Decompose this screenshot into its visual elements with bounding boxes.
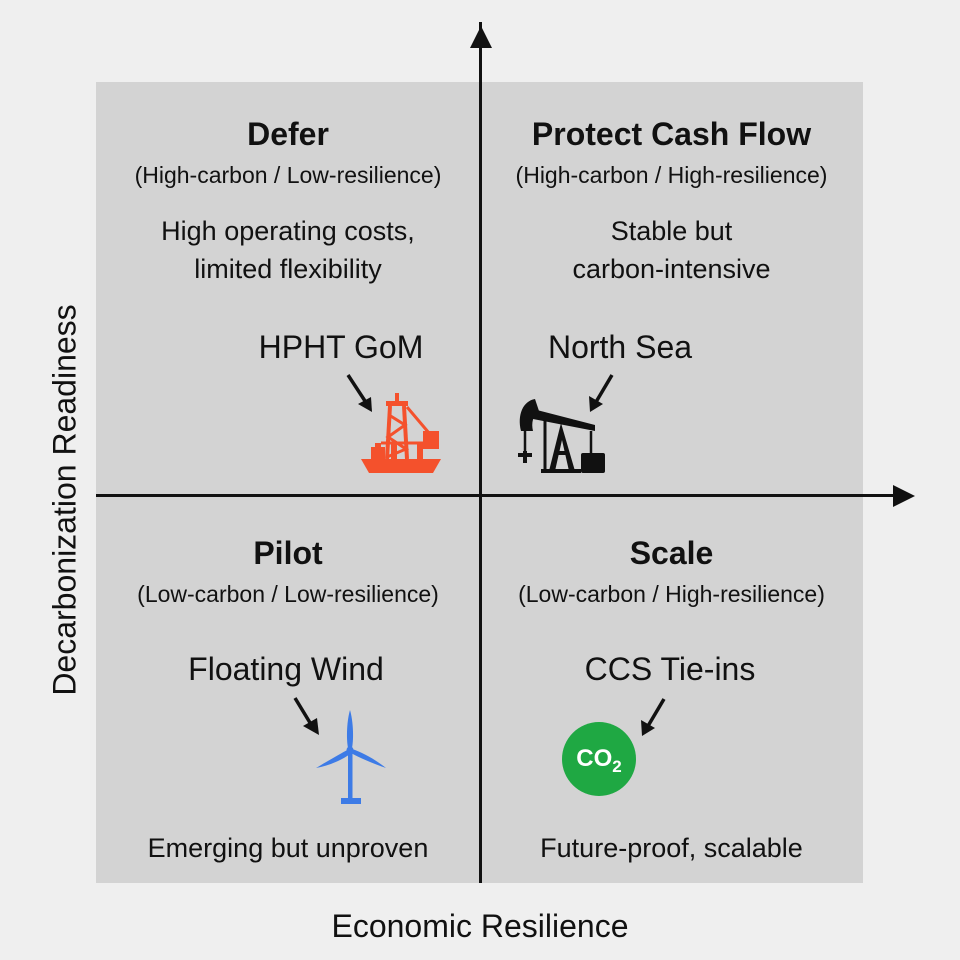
quadrant-title: Protect Cash Flow (531, 116, 812, 152)
co2-text: CO (576, 745, 613, 772)
description-line: Future-proof, scalable (540, 833, 803, 863)
item-label-ccs-tie-ins: CCS Tie-ins (584, 651, 756, 687)
y-axis-line (479, 22, 482, 883)
pointer-arrow-icon (293, 697, 319, 735)
quadrant-description: Stable but carbon-intensive (480, 212, 863, 288)
quadrant-subtitle: (High-carbon / Low-resilience) (134, 162, 442, 188)
quadrant-scale (480, 496, 863, 883)
quadrant-title: Scale (629, 535, 714, 571)
description-line: Stable but (610, 216, 733, 246)
y-axis-arrowhead (470, 26, 492, 48)
item-label-north-sea: North Sea (547, 329, 693, 365)
description-line: limited flexibility (194, 254, 382, 284)
quadrant-subtitle: (High-carbon / High-resilience) (515, 162, 828, 188)
wind-turbine-icon (316, 710, 386, 804)
quadrant-pilot (96, 496, 480, 883)
item-label-hpht-gom: HPHT GoM (258, 329, 424, 365)
description-line: High operating costs, (161, 216, 415, 246)
x-axis-line (96, 494, 896, 497)
description-line: Emerging but unproven (147, 833, 429, 863)
quadrant-subtitle: (Low-carbon / High-resilience) (518, 581, 825, 607)
item-label-floating-wind: Floating Wind (188, 651, 384, 687)
quadrant-description: Future-proof, scalable (480, 829, 863, 867)
oil-pumpjack-icon (518, 399, 605, 473)
quadrant-subtitle: (Low-carbon / Low-resilience) (137, 581, 439, 607)
pointer-arrow-icon (346, 374, 372, 412)
co2-subscript: 2 (612, 757, 622, 776)
offshore-drilling-rig-icon (361, 393, 441, 473)
x-axis-arrowhead (893, 485, 915, 507)
description-line: carbon-intensive (572, 254, 771, 284)
quadrant-title: Pilot (253, 535, 323, 571)
y-axis-label: Decarbonization Readiness (46, 304, 83, 696)
x-axis-label: Economic Resilience (331, 908, 629, 944)
pointer-arrow-icon (641, 698, 666, 736)
quadrant-title: Defer (247, 116, 329, 152)
quadrant-description: Emerging but unproven (96, 829, 480, 867)
quadrant-defer (96, 82, 480, 496)
pointer-arrow-icon (589, 374, 614, 412)
quadrant-description: High operating costs, limited flexibilit… (96, 212, 480, 288)
